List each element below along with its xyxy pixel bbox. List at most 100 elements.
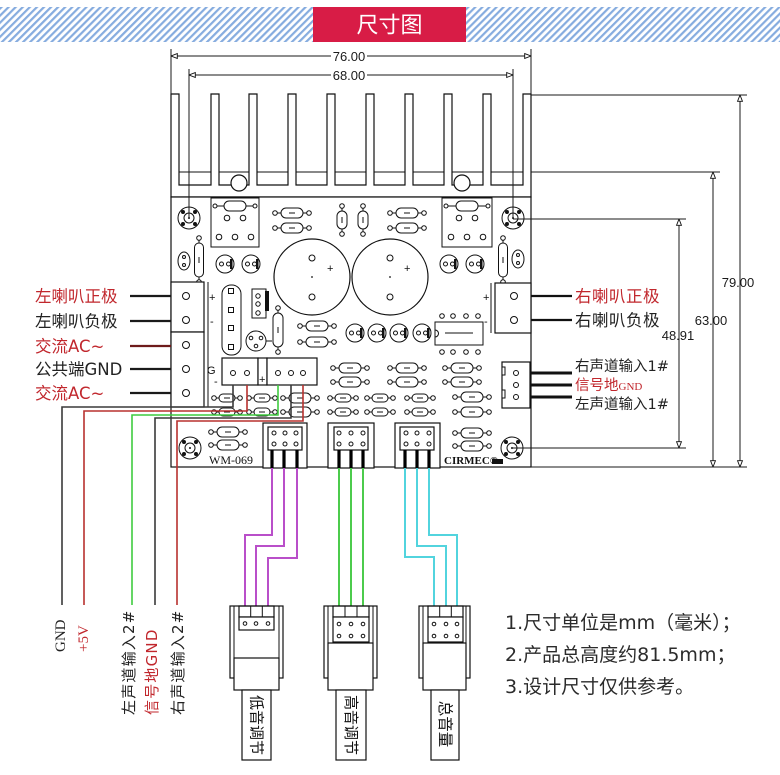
resistor-footprint xyxy=(364,393,396,403)
resistor-pad xyxy=(280,395,286,401)
resistor-pad xyxy=(330,379,336,385)
mounting-hole-via xyxy=(517,222,522,227)
header-pin xyxy=(403,441,409,447)
capacitor-outline xyxy=(351,238,429,316)
power-ic-pad xyxy=(231,233,239,241)
capacitor-outline xyxy=(273,238,351,316)
resistor-pad xyxy=(486,409,492,415)
header-pin xyxy=(360,430,366,436)
resistor-pad xyxy=(327,409,333,415)
resistor-pad xyxy=(387,365,393,371)
resistor-pad xyxy=(390,409,396,415)
resistor-footprint xyxy=(452,440,492,452)
capacitor-pad xyxy=(371,330,376,336)
resistor-footprint xyxy=(272,222,312,234)
terminal-block-body xyxy=(494,282,532,334)
ic-pad xyxy=(463,349,469,355)
note-item: 2.产品总高度约81.5mm； xyxy=(505,644,735,666)
capacitor-polarity-band xyxy=(454,259,457,269)
header-title-box xyxy=(313,7,466,42)
resistor-pad xyxy=(331,323,337,329)
plug-pin xyxy=(336,621,342,627)
capacitor-pad xyxy=(182,255,186,259)
header-pin xyxy=(271,441,277,447)
plug-pin xyxy=(443,633,449,639)
terminal-block-body xyxy=(170,281,205,333)
mounting-hole-via xyxy=(181,439,186,444)
capacitor-pad xyxy=(516,261,520,265)
connector-pin xyxy=(288,370,294,376)
resistor-pad xyxy=(306,225,312,231)
power-minus-mark: - xyxy=(214,376,218,388)
mounting-hole-via xyxy=(194,439,199,444)
header-pin xyxy=(414,441,420,447)
resistor-pad xyxy=(272,225,278,231)
volume-cable xyxy=(404,468,458,617)
capacitor-polarity-band xyxy=(382,328,385,338)
resistor-pad xyxy=(364,395,370,401)
capacitor-pad xyxy=(182,263,186,267)
resistor-pad xyxy=(443,203,449,209)
terminal-screw xyxy=(510,316,518,324)
plug-grip xyxy=(422,642,467,691)
pcb-silkscreen xyxy=(177,197,525,460)
capacitor-pad xyxy=(423,330,428,336)
power-ic-pad xyxy=(471,214,479,222)
ground-mark: G xyxy=(207,365,216,377)
capacitor-pad xyxy=(386,293,394,301)
header-title: 尺寸图 xyxy=(356,14,422,39)
resistor-pad xyxy=(272,395,278,401)
capacitor-polarity-band xyxy=(480,259,483,269)
mounting-hole-via xyxy=(193,209,198,214)
component-pad xyxy=(360,231,366,237)
plug-tab xyxy=(241,689,272,761)
dimension-value: 63.00 xyxy=(695,313,728,328)
mounting-hole-via xyxy=(504,209,509,214)
terminal-screw xyxy=(182,389,190,397)
connector-pin xyxy=(275,370,281,376)
wire-gnd xyxy=(61,385,234,605)
component-pad xyxy=(196,235,202,241)
capacitor-polarity-band xyxy=(360,328,363,338)
resistor-pad xyxy=(421,225,427,231)
ic-pad xyxy=(439,349,445,355)
mounting-hole-via xyxy=(194,452,199,457)
signal-input-header-1 xyxy=(501,361,531,409)
speaker-plus-mark: + xyxy=(483,292,489,304)
dimension-text-mask xyxy=(331,68,367,82)
connector-pin xyxy=(300,370,306,376)
bass-pot-plug: 低音调节 xyxy=(229,605,284,761)
capacitor-body xyxy=(511,249,525,269)
header-pin xyxy=(426,441,432,447)
transistor-pad xyxy=(253,343,259,349)
capacitor-pad xyxy=(308,254,316,262)
capacitor-pad xyxy=(245,261,250,267)
resistor-pad xyxy=(476,379,482,385)
plug-pin xyxy=(265,621,271,626)
resistor-pad xyxy=(314,409,320,415)
bass-plug-label: 低音调节 xyxy=(248,695,266,755)
capacitor-pad xyxy=(393,330,398,336)
resistor-pad xyxy=(353,409,359,415)
plug-pin xyxy=(336,633,342,639)
header-pin xyxy=(348,430,354,436)
bass-pot-header xyxy=(262,422,308,469)
resistor-pad xyxy=(272,409,278,415)
dimension-board-height: 63.00 xyxy=(531,171,728,467)
electrolytic-capacitor-footprint xyxy=(389,323,409,343)
resistor-footprint xyxy=(442,362,482,374)
component-pad xyxy=(500,235,506,241)
resistor-footprint xyxy=(387,376,427,388)
transistor-pad xyxy=(248,335,254,341)
terminal-screw xyxy=(510,292,518,300)
connector-body xyxy=(221,357,259,386)
input-wires xyxy=(61,385,304,605)
section-header: 尺寸图 xyxy=(0,7,780,42)
terminal-block-right-speaker xyxy=(490,282,532,334)
capacitor-body xyxy=(241,254,261,274)
left-channel-input-1-label: 左声道输入1# xyxy=(575,395,669,413)
plug-pin xyxy=(431,633,437,639)
resistor-pad xyxy=(242,442,248,448)
resistor-pad xyxy=(452,394,458,400)
filter-capacitor-right: + xyxy=(351,238,429,316)
